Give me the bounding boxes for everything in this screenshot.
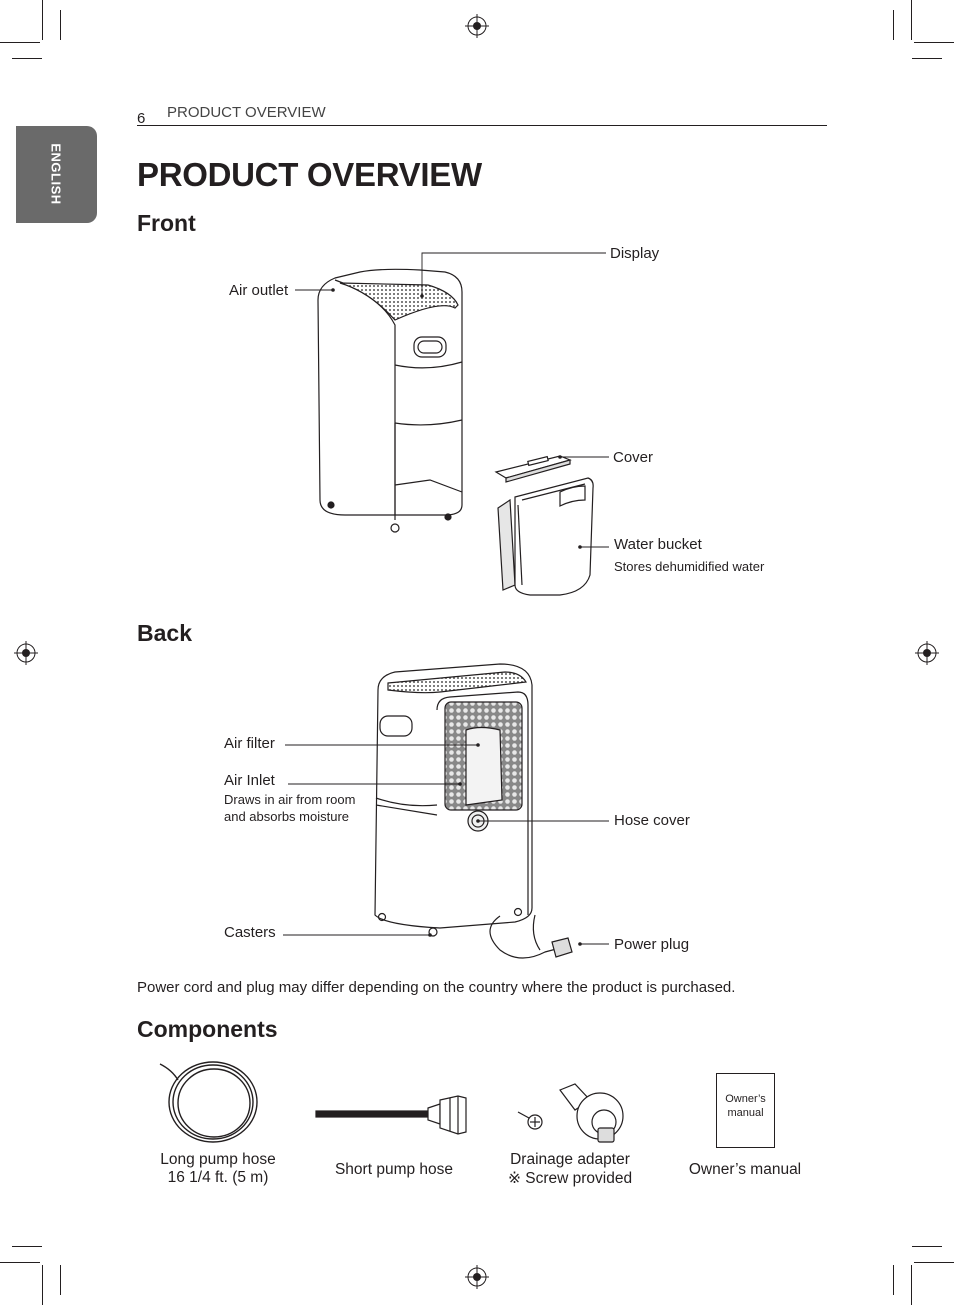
short-pump-hose-drawing (315, 1095, 467, 1135)
label-display: Display (610, 245, 660, 262)
front-heading: Front (137, 210, 196, 236)
power-cord-note: Power cord and plug may differ depending… (137, 979, 736, 996)
crop-mark (914, 42, 954, 43)
component-drainage-adapter: Drainage adapter ※ Screw provided (495, 1151, 645, 1188)
back-unit-drawing (374, 663, 573, 959)
crop-mark (912, 58, 942, 59)
component-name: Short pump hose (334, 1161, 454, 1178)
long-pump-hose-drawing (159, 1061, 258, 1143)
manual-cover-line: manual (727, 1107, 764, 1119)
components-heading: Components (137, 1016, 278, 1042)
front-unit-drawing (317, 268, 463, 533)
component-detail: 16 1/4 ft. (5 m) (167, 1169, 269, 1186)
leader-lines (283, 252, 609, 945)
crop-mark (911, 0, 912, 40)
component-owners-manual: Owner’s manual (675, 1161, 815, 1179)
water-bucket-description: Stores dehumidified water (614, 559, 765, 574)
page-number: 6 (137, 110, 146, 127)
owners-manual-cover: Owner’s manual (716, 1073, 775, 1148)
crop-mark (893, 10, 894, 40)
crop-mark (914, 1262, 954, 1263)
component-long-pump-hose: Long pump hose 16 1/4 ft. (5 m) (148, 1151, 288, 1187)
crop-mark (0, 1262, 40, 1263)
label-water-bucket: Water bucket (614, 536, 702, 553)
crop-mark (912, 1246, 942, 1247)
crop-mark (42, 1265, 43, 1305)
header-rule (137, 125, 827, 126)
air-inlet-description-line1: Draws in air from room (224, 792, 356, 807)
crop-mark (911, 1265, 912, 1305)
crop-mark (0, 42, 40, 43)
label-power-plug: Power plug (614, 936, 690, 953)
component-name: Drainage adapter (510, 1151, 630, 1168)
back-heading: Back (137, 620, 192, 646)
crop-mark (12, 58, 42, 59)
label-cover: Cover (613, 449, 654, 466)
component-name: Owner’s manual (688, 1161, 802, 1178)
label-casters: Casters (224, 924, 276, 941)
language-side-tab: ENGLISH (16, 126, 97, 223)
water-bucket-drawing (497, 477, 594, 596)
component-short-pump-hose: Short pump hose (324, 1161, 464, 1179)
label-hose-cover: Hose cover (614, 812, 690, 829)
drainage-adapter-drawing (517, 1083, 624, 1143)
crop-mark (42, 0, 43, 40)
label-air-filter: Air filter (224, 735, 275, 752)
label-air-inlet: Air Inlet (224, 772, 275, 789)
registration-mark (14, 14, 939, 1289)
label-air-outlet: Air outlet (229, 282, 289, 299)
crop-mark (60, 10, 61, 40)
page-title: PRODUCT OVERVIEW (137, 156, 482, 193)
air-inlet-description-line2: and absorbs moisture (224, 809, 350, 824)
manual-cover-line: Owner’s (725, 1093, 766, 1105)
crop-mark (12, 1246, 42, 1247)
crop-mark (893, 1265, 894, 1295)
side-tab-label: ENGLISH (48, 143, 64, 205)
running-header: PRODUCT OVERVIEW (167, 104, 326, 121)
crop-mark (60, 1265, 61, 1295)
component-name: Long pump hose (160, 1151, 276, 1168)
component-detail: ※ Screw provided (507, 1170, 633, 1187)
cover-drawing (494, 455, 572, 483)
